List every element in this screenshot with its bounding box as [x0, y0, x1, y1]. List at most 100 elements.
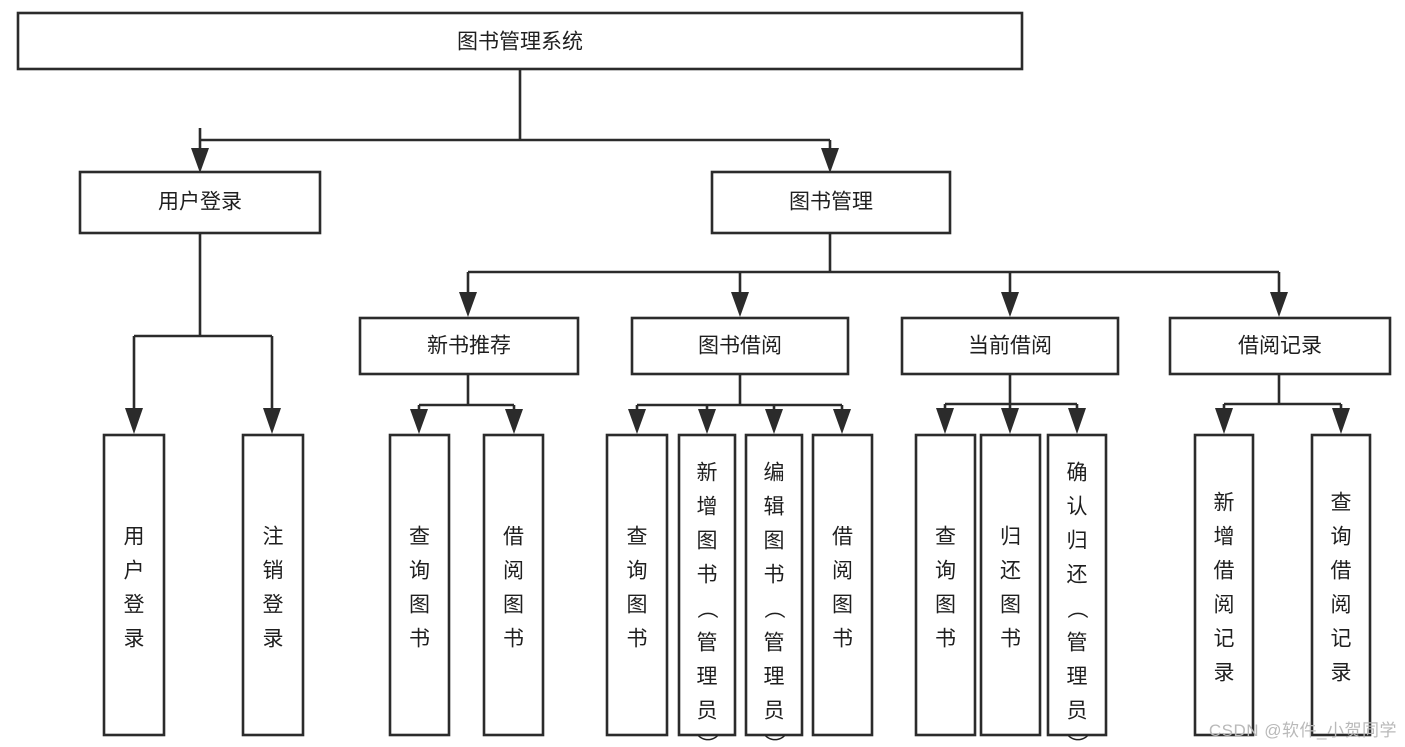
leaf-label-glyph: 图 [409, 594, 430, 617]
node-user-login-box[interactable] [78, 170, 322, 235]
leaf-query-book-2-box[interactable] [605, 433, 669, 737]
leaf-borrow-book-1-box[interactable] [482, 433, 545, 737]
leaf-label-glyph: 书 [764, 564, 785, 587]
leaf-node-confirm-return-admin[interactable] [1046, 433, 1108, 737]
leaf-label-glyph: 销 [263, 560, 284, 583]
leaf-label-glyph: 归 [1000, 526, 1021, 549]
leaf-label-glyph: 书 [935, 628, 956, 651]
leaf-label-glyph: 阅 [1214, 594, 1235, 617]
leaf-logout-box[interactable] [241, 433, 305, 737]
leaf-node-user-login[interactable] [102, 433, 166, 737]
leaf-query-borrow-record-box[interactable] [1310, 433, 1372, 737]
leaf-borrow-book-2-box[interactable] [811, 433, 874, 737]
leaf-query-book-3-box[interactable] [914, 433, 977, 737]
leaf-node-query-book-2[interactable] [605, 433, 669, 737]
node-root-book-management-system[interactable]: 图书管理系统 [16, 11, 1024, 71]
leaf-label-glyph: 管 [697, 632, 718, 655]
node-book-management-label: 图书管理 [789, 191, 873, 214]
node-user-login[interactable]: 用户登录 [78, 170, 322, 235]
leaf-label-glyph: 员 [697, 700, 718, 723]
node-borrow-record[interactable]: 借阅记录 [1168, 316, 1392, 376]
leaf-label-glyph: 还 [1000, 560, 1021, 583]
node-current-borrow[interactable]: 当前借阅 [900, 316, 1120, 376]
leaf-label-glyph: 管 [1067, 632, 1088, 655]
arrow-head-user-login [191, 148, 209, 173]
arrow-head-leaf-query-record [1332, 408, 1350, 434]
leaf-label-glyph: 还 [1067, 564, 1088, 587]
node-borrow-record-box[interactable] [1168, 316, 1392, 376]
leaf-label-glyph: 图 [764, 530, 785, 553]
arrow-head-leaf-query-book-2 [628, 409, 646, 434]
leaf-label-glyph: 图 [935, 594, 956, 617]
leaf-label-glyph: 登 [124, 594, 145, 617]
leaf-node-add-borrow-record[interactable] [1193, 433, 1255, 737]
leaf-add-borrow-record-box[interactable] [1193, 433, 1255, 737]
leaf-label-glyph: 借 [1331, 560, 1352, 583]
node-new-book-recommend[interactable]: 新书推荐 [358, 316, 580, 376]
leaf-confirm-return-admin-box[interactable] [1046, 433, 1108, 737]
leaf-label-glyph: 录 [263, 628, 284, 651]
node-borrow-record-label: 借阅记录 [1238, 335, 1322, 358]
leaf-node-add-book-admin[interactable] [677, 433, 737, 737]
leaf-label-glyph: 注 [263, 526, 284, 549]
leaf-label-glyph: 理 [764, 666, 785, 689]
leaf-edit-book-admin-box[interactable] [744, 433, 804, 737]
node-book-management-box[interactable] [710, 170, 952, 235]
leaf-label-glyph: 图 [697, 530, 718, 553]
leaf-label-glyph: 新 [697, 462, 718, 485]
node-current-borrow-label: 当前借阅 [968, 335, 1052, 358]
leaf-label-glyph: （ [762, 598, 785, 619]
leaf-label-glyph: 查 [935, 526, 956, 549]
leaf-label-glyph: 询 [627, 560, 648, 583]
leaf-label-glyph: ） [762, 734, 785, 747]
leaf-add-book-admin-box[interactable] [677, 433, 737, 737]
leaf-node-borrow-book-2[interactable] [811, 433, 874, 737]
leaf-label-glyph: ） [1065, 734, 1088, 747]
leaf-label-glyph: 借 [832, 526, 853, 549]
leaf-label-1: 用户登录 [124, 526, 145, 651]
node-current-borrow-box[interactable] [900, 316, 1120, 376]
leaf-label-glyph: 认 [1067, 496, 1088, 519]
node-book-borrow[interactable]: 图书借阅 [630, 316, 850, 376]
arrow-head-new-book-rec [459, 292, 477, 317]
leaf-label-glyph: 增 [697, 496, 718, 519]
leaf-query-book-1-box[interactable] [388, 433, 451, 737]
leaf-return-book-box[interactable] [979, 433, 1042, 737]
arrow-head-leaf-add-book [698, 409, 716, 434]
leaf-label-glyph: 记 [1331, 628, 1352, 651]
leaf-node-logout[interactable] [241, 433, 305, 737]
arrow-head-leaf-borrow-book-1 [505, 409, 523, 434]
node-new-book-recommend-box[interactable] [358, 316, 580, 376]
node-new-book-recommend-label: 新书推荐 [427, 335, 511, 358]
leaf-label-glyph: 图 [503, 594, 524, 617]
node-root-box[interactable] [16, 11, 1024, 71]
leaf-node-query-book-1[interactable] [388, 433, 451, 737]
leaf-user-login-box[interactable] [102, 433, 166, 737]
edge-layer [125, 69, 1350, 434]
leaf-node-edit-book-admin[interactable] [744, 433, 804, 737]
leaf-node-query-book-3[interactable] [914, 433, 977, 737]
leaf-node-return-book[interactable] [979, 433, 1042, 737]
leaf-label-glyph: 录 [1331, 662, 1352, 685]
leaf-label-glyph: 编 [764, 462, 785, 485]
leaf-label-glyph: 录 [1214, 662, 1235, 685]
leaf-node-query-borrow-record[interactable] [1310, 433, 1372, 737]
node-book-borrow-box[interactable] [630, 316, 850, 376]
leaf-label-glyph: 员 [764, 700, 785, 723]
leaf-label-glyph: 书 [627, 628, 648, 651]
leaf-label-glyph: 录 [124, 628, 145, 651]
leaf-label-glyph: （ [695, 598, 718, 619]
leaf-label-glyph: 图 [627, 594, 648, 617]
arrow-head-leaf-borrow-book-2 [833, 409, 851, 434]
leaf-label-glyph: 阅 [1331, 594, 1352, 617]
leaf-node-borrow-book-1[interactable] [482, 433, 545, 737]
node-book-management[interactable]: 图书管理 [710, 170, 952, 235]
